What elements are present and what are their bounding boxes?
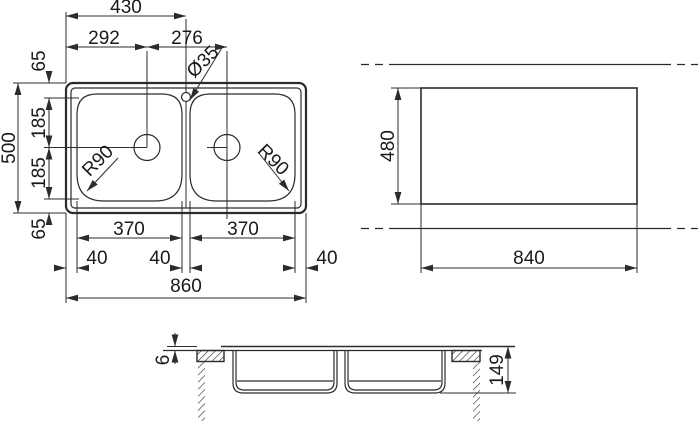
dim-860: 860: [66, 276, 306, 302]
dim-370-left: 370: [77, 219, 182, 242]
dim-149-label: 149: [487, 354, 508, 386]
dim-40-left: 40: [54, 248, 108, 272]
section-bowl-right-outer: [344, 350, 446, 394]
section-bowl-right-inner: [347, 350, 443, 391]
worktop-section-left: [196, 349, 225, 363]
section-view: 6 149: [153, 333, 516, 421]
bowl-left: [76, 93, 183, 202]
r90-right-label: R90: [253, 140, 292, 179]
dim-65-bottom: 65: [29, 213, 53, 240]
dim-370-right-label: 370: [227, 219, 259, 240]
dim-840: 840: [421, 248, 637, 272]
dim-480: 480: [378, 88, 402, 204]
dim-292: 292: [66, 28, 147, 51]
dim-500: 500: [0, 83, 22, 213]
dim-860-label: 860: [170, 276, 202, 297]
dim-480-label: 480: [378, 130, 399, 162]
dim-40-center-label: 40: [149, 248, 170, 269]
bowl-right: [189, 93, 296, 202]
dim-185-upper: 185: [29, 98, 53, 148]
dim-40-center: 40: [149, 248, 202, 272]
dim-430-label: 430: [110, 0, 142, 18]
dim-65-bottom-label: 65: [29, 218, 50, 239]
dim-370-right: 370: [190, 219, 295, 242]
dim-6: 6: [153, 333, 179, 366]
dim-500-label: 500: [0, 132, 20, 164]
dim-370-left-label: 370: [113, 219, 145, 240]
dim-276-label: 276: [171, 28, 203, 49]
dim-185-lower-label: 185: [29, 157, 50, 189]
dim-840-label: 840: [513, 248, 545, 269]
cutout-rectangle: [420, 87, 638, 205]
callout-r90-left: R90: [78, 141, 119, 192]
dim-149: 149: [487, 346, 512, 393]
dim-40-right-label: 40: [316, 248, 337, 269]
dim-65-top-label: 65: [29, 50, 50, 71]
dim-6-label: 6: [153, 355, 174, 366]
dim-65-top: 65: [29, 50, 53, 83]
dim-40-left-label: 40: [86, 248, 107, 269]
callout-tap-hole: Ø35: [183, 42, 224, 101]
callout-r90-right: R90: [253, 140, 293, 192]
dim-430: 430: [66, 0, 186, 20]
cabinet-side-right: [473, 361, 480, 421]
dim-276: 276: [147, 28, 227, 51]
worktop-section-right: [451, 349, 481, 363]
tap-hole: [180, 91, 192, 103]
top-view: 430 292 276 Ø35 500 65 185 185: [0, 0, 338, 303]
cutout-view: 480 840: [361, 63, 698, 273]
dim-185-lower: 185: [29, 147, 53, 199]
section-bowl-left-inner: [235, 350, 335, 391]
cabinet-side-left: [198, 361, 205, 421]
dim-185-upper-label: 185: [29, 107, 50, 139]
dim-292-label: 292: [88, 28, 120, 49]
section-bowl-left-outer: [232, 350, 338, 394]
dim-40-right: 40: [283, 248, 338, 272]
